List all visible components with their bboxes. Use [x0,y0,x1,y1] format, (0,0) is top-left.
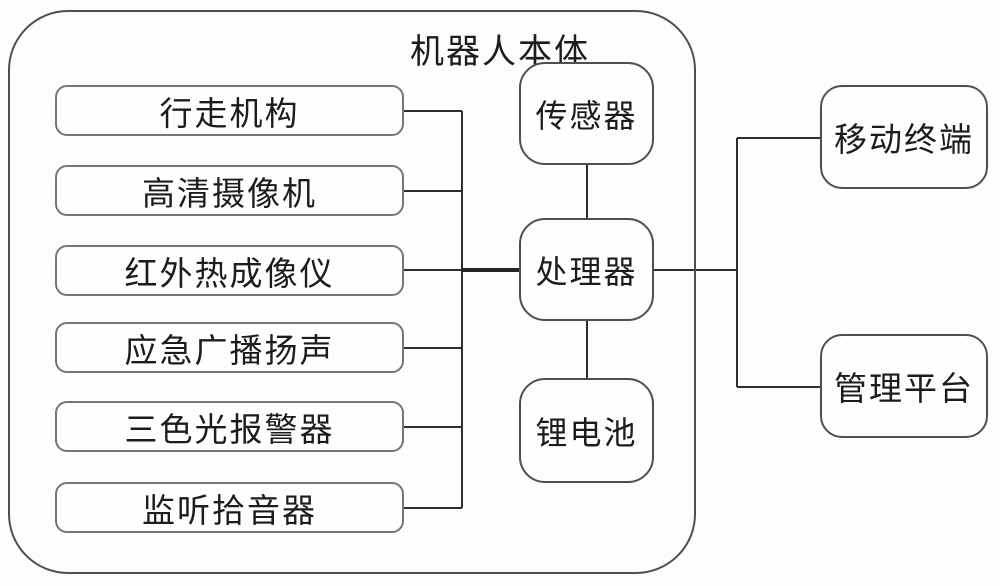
node-label: 高清摄像机 [142,174,317,212]
node-label: 三色光报警器 [124,410,335,448]
node-label: 应急广播扬声 [124,331,335,369]
node-tricolor-alarm: 三色光报警器 [55,401,404,452]
node-label: 行走机构 [159,94,300,132]
node-audio-pickup: 监听拾音器 [55,482,404,533]
node-management-platform: 管理平台 [820,334,988,438]
node-processor: 处理器 [519,218,654,321]
robot-body-group [8,10,696,574]
node-lithium-battery: 锂电池 [519,378,654,483]
node-label: 管理平台 [834,370,974,407]
node-label: 传感器 [535,97,638,134]
node-label: 监听拾音器 [142,491,317,529]
robot-body-group-title: 机器人本体 [410,33,590,71]
node-hd-camera: 高清摄像机 [55,165,404,216]
node-emergency-speaker: 应急广播扬声 [55,322,404,373]
node-walking-mechanism: 行走机构 [55,85,404,136]
node-label: 红外热成像仪 [124,254,335,292]
node-label: 锂电池 [535,414,638,451]
node-infrared-imager: 红外热成像仪 [55,245,404,296]
node-sensor: 传感器 [519,62,654,165]
node-label: 处理器 [535,253,638,290]
node-label: 移动终端 [834,121,974,158]
node-mobile-terminal: 移动终端 [820,85,988,189]
